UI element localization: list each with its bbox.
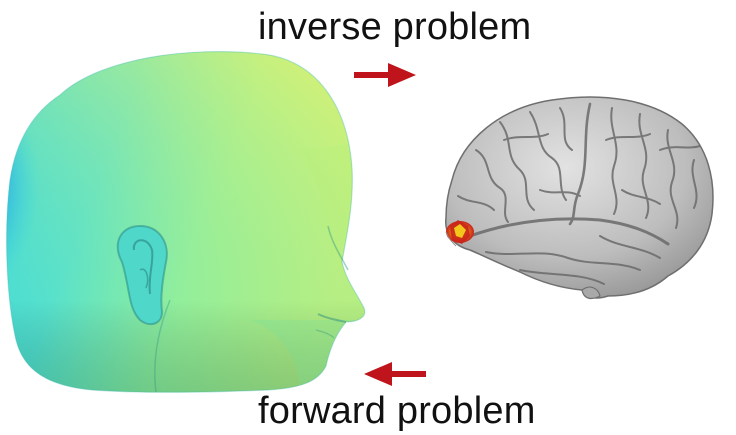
head-scalp-map [0, 40, 380, 400]
forward-problem-label: forward problem [258, 390, 536, 433]
brain-cortex [446, 97, 713, 298]
inverse-problem-label: inverse problem [258, 6, 531, 49]
arrow-right-icon [354, 63, 416, 87]
arrow-left-icon [364, 362, 426, 386]
